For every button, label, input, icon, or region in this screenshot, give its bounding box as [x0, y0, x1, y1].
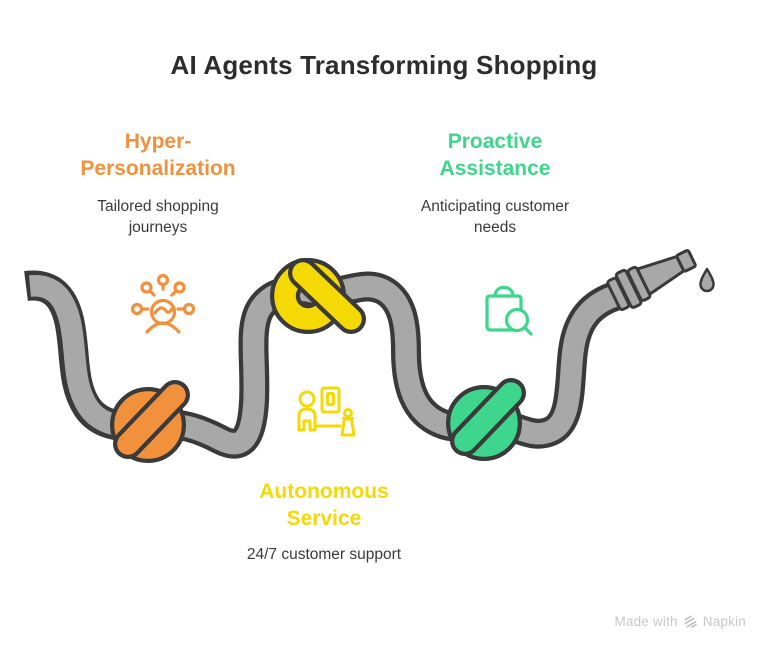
step-autonomous-service: Autonomous Service 24/7 customer support: [224, 478, 424, 565]
heading-line: Personalization: [80, 157, 236, 180]
step-heading: Proactive Assistance: [395, 128, 595, 182]
napkin-logo-icon: [684, 615, 697, 628]
heading-line: Hyper-: [124, 130, 192, 153]
step-subtitle: 24/7 customer support: [246, 546, 402, 563]
made-with-napkin-watermark: Made with Napkin: [614, 611, 746, 631]
step-heading: Autonomous Service: [224, 478, 424, 532]
knot-green: [446, 378, 526, 461]
step-hyper-personalization: Hyper- Personalization Tailored shopping…: [58, 128, 258, 238]
heading-line: Autonomous: [259, 480, 389, 503]
heading-line: Assistance: [439, 157, 551, 180]
knot-yellow: [270, 258, 366, 334]
step-heading: Hyper- Personalization: [58, 128, 258, 182]
step-subtitle: Anticipating customer needs: [420, 198, 570, 236]
water-drop: [699, 267, 715, 293]
user-highlight-rays-icon: [130, 273, 196, 334]
heading-line: Service: [286, 507, 362, 530]
watermark-brand: Napkin: [702, 613, 746, 629]
step-subtitle: Tailored shopping journeys: [97, 198, 219, 236]
step-proactive-assistance: Proactive Assistance Anticipating custom…: [395, 128, 595, 238]
heading-line: Proactive: [447, 130, 543, 153]
page-title: AI Agents Transforming Shopping: [170, 50, 598, 80]
knot-orange: [110, 380, 190, 463]
customer-service-desk-icon: [297, 386, 356, 437]
watermark-prefix: Made with: [614, 613, 678, 629]
hose-nozzle: [606, 249, 697, 311]
shopping-bag-search-icon: [485, 285, 533, 336]
